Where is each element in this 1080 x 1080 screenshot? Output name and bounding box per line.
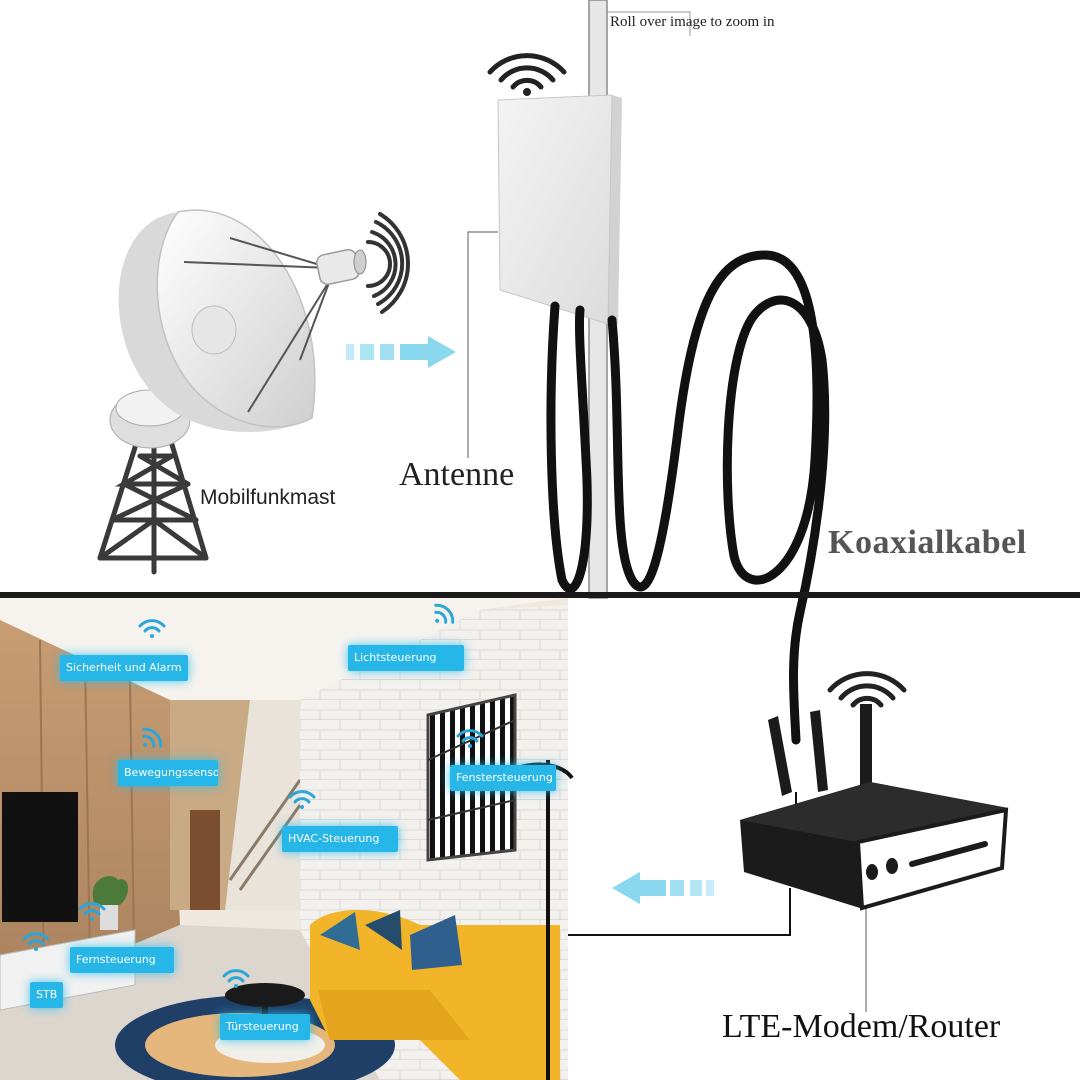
tag-sicherheit-alarm: Sicherheit und Alarm (60, 655, 188, 681)
antenne-leader-line (467, 231, 498, 458)
tag-hvac-steuerung: HVAC-Steuerung (282, 826, 398, 852)
living-room-illustration (0, 598, 574, 1080)
wifi-icon (22, 932, 50, 951)
arrow-right-icon (346, 336, 456, 368)
tag-stb: STB (30, 982, 64, 1008)
arrow-left-icon (612, 872, 714, 904)
zoom-hint-frame (607, 11, 691, 36)
antenne-label: Antenne (399, 456, 515, 493)
section-divider (0, 592, 1080, 598)
house-connector-line (568, 888, 791, 936)
mobilfunkmast-label: Mobilfunkmast (200, 486, 336, 509)
wifi-icon (288, 790, 316, 809)
wifi-icon (142, 727, 163, 748)
cell-tower-dish (97, 209, 367, 575)
tag-bewegungssensor: Bewegungssenso (118, 760, 218, 786)
panel-antenna (497, 94, 622, 325)
tag-wifi-icons (22, 603, 484, 988)
wifi-icon (434, 603, 455, 624)
wifi-icon (456, 729, 484, 748)
tag-lichtsteuerung: Lichtsteuerung (348, 645, 464, 671)
lte-router (740, 704, 1009, 911)
wifi-icon (222, 969, 250, 988)
koaxialkabel-label: Koaxialkabel (828, 524, 1027, 561)
zoom-hint: Roll over image to zoom in (610, 14, 775, 30)
tag-fenstersteuerung: Fenstersteuerung (450, 765, 556, 791)
tag-tuersteuerung: Türsteuerung (220, 1014, 310, 1040)
wifi-icon (78, 902, 106, 921)
coax-cable (546, 250, 830, 745)
signal-waves-icon (366, 212, 410, 314)
wifi-icon (138, 619, 166, 638)
tag-fernsteuerung: Fernsteuerung (70, 947, 174, 973)
router-label: LTE-Modem/Router (722, 1008, 1001, 1045)
wifi-signal-icon (487, 53, 567, 96)
